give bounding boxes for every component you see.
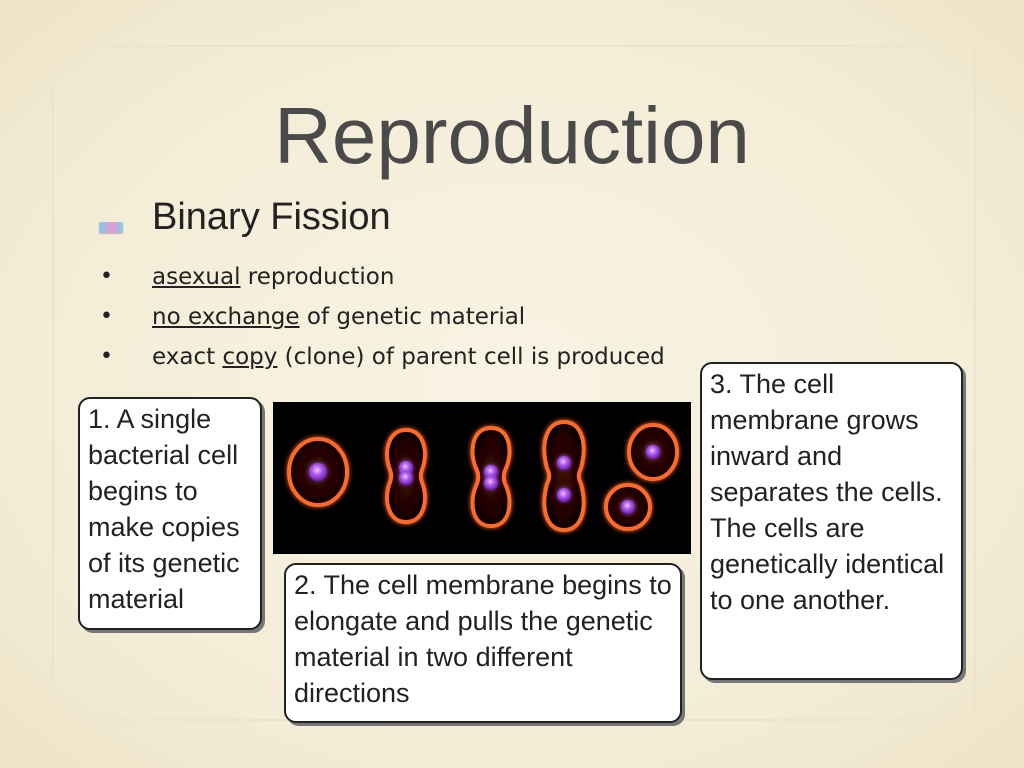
slide-title: Reproduction: [274, 91, 750, 180]
binary-fission-image: [273, 402, 691, 554]
caption-step-3: 3. The cell membrane grows inward and se…: [700, 362, 963, 680]
cell-stage-4: [542, 419, 586, 533]
caption-step-2: 2. The cell membrane begins to elongate …: [284, 563, 682, 723]
cell-stage-3: [470, 425, 512, 529]
bullet-text: of genetic material: [299, 304, 526, 330]
bullet-text: (clone) of parent cell is produced: [277, 344, 665, 370]
cell-stage-5: [604, 423, 679, 531]
cell-stage-1: [287, 437, 349, 507]
underlined-term: no exchange: [152, 304, 300, 330]
underlined-term: copy: [222, 344, 278, 370]
underlined-term: asexual: [152, 264, 241, 290]
bullet-dot-icon: •: [100, 264, 113, 289]
bullet-text: exact: [152, 344, 223, 370]
heading-bullet-icon: [99, 222, 123, 233]
binary-fission-illustration: [287, 419, 679, 533]
bullet-dot-icon: •: [100, 344, 113, 369]
bullet-text: reproduction: [240, 264, 395, 290]
cell-stage-2: [385, 427, 427, 525]
caption-step-1: 1. A single bacterial cell begins to mak…: [78, 397, 262, 630]
section-heading: Binary Fission: [152, 196, 391, 238]
bullet-dot-icon: •: [100, 304, 113, 329]
